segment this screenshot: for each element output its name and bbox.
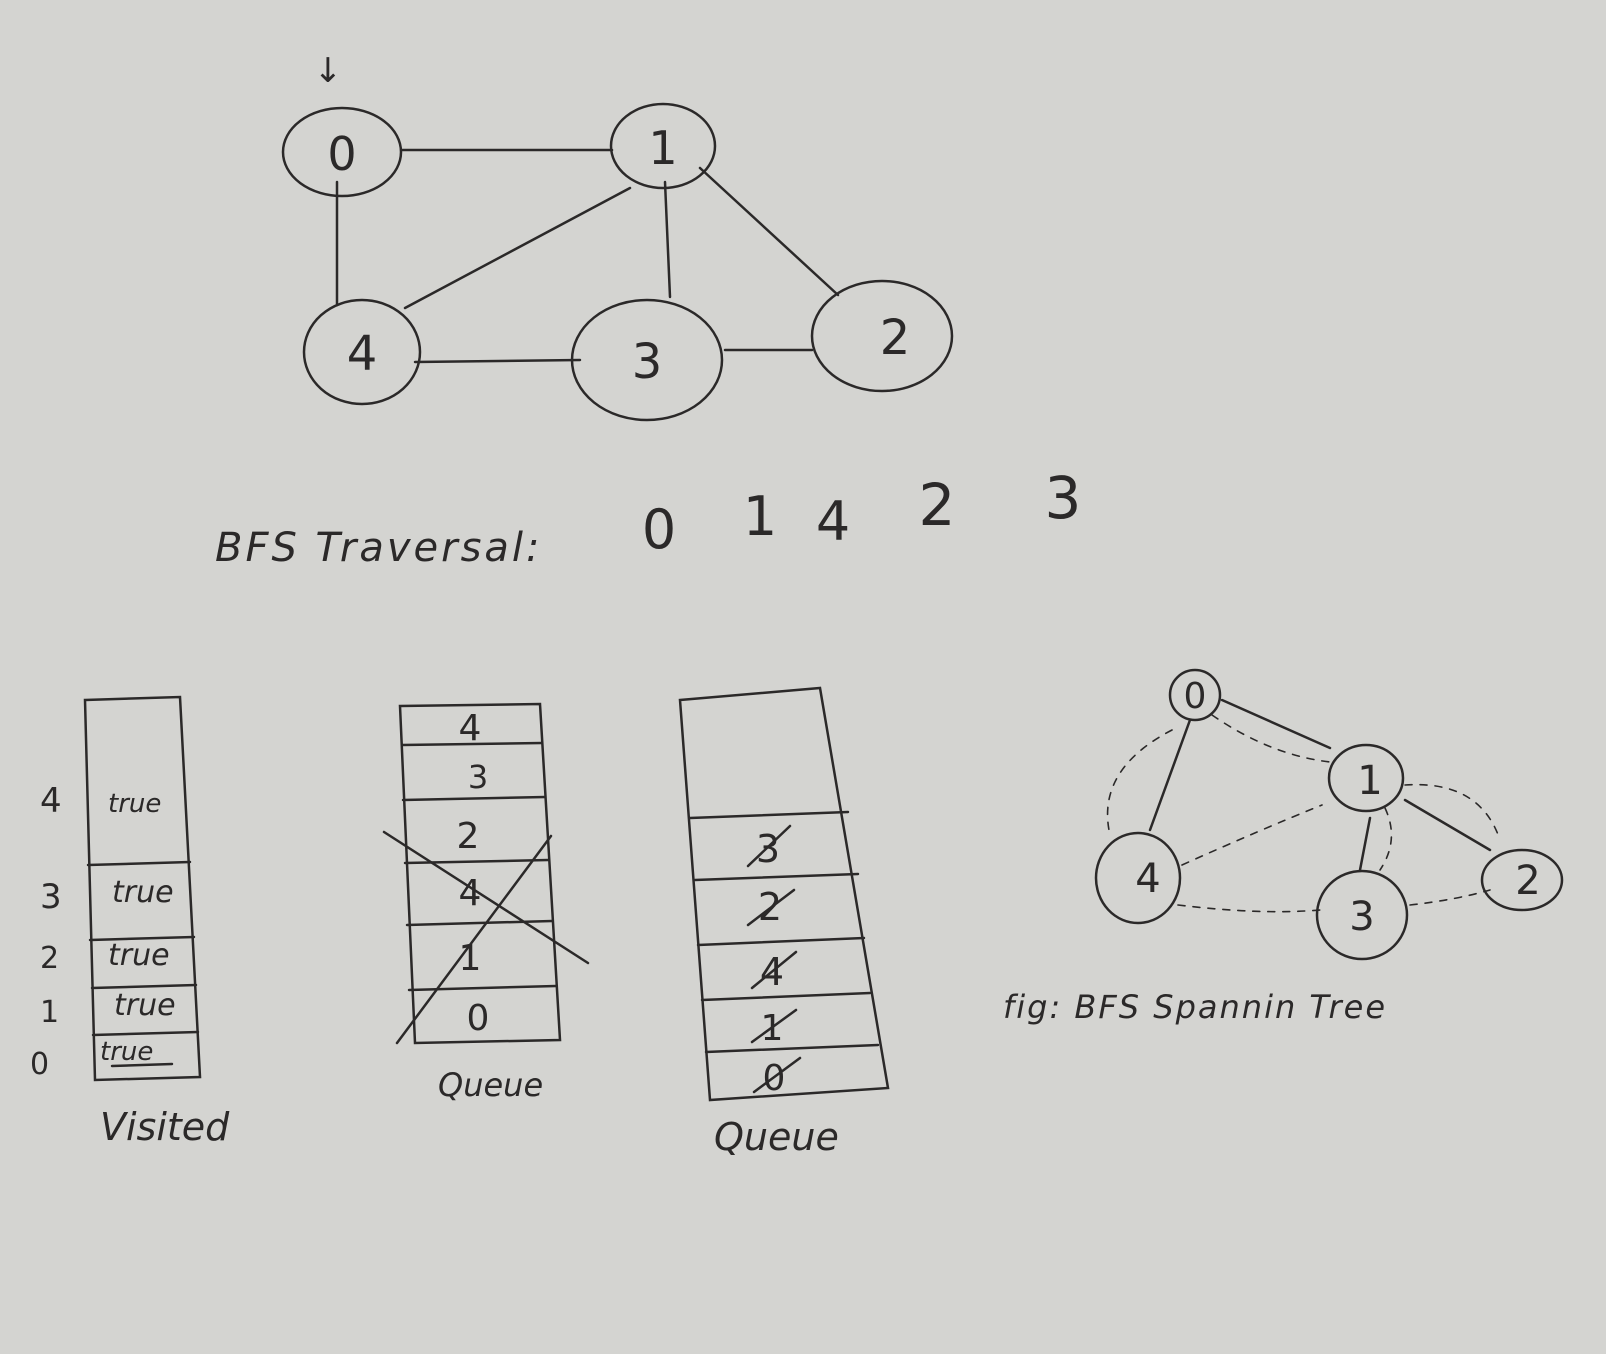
- queue-two-box: [678, 686, 890, 1102]
- svg-text:3: 3: [632, 334, 663, 390]
- bfs-traversal: BFS Traversal: 0 1 4 2 3: [215, 464, 1081, 571]
- visited-box: [83, 695, 202, 1082]
- dashed-edge-0-4: [1106, 729, 1173, 836]
- traversal-step-4: 2: [919, 471, 956, 539]
- tree-node-3: 3: [1315, 869, 1409, 961]
- svg-text:true: true: [112, 875, 174, 910]
- traversal-step-2: 1: [743, 485, 777, 548]
- queue-two: 3 2 4 1 0 Queue: [678, 686, 890, 1159]
- spanning-tree: 0 1 4 3 2 fig: BFS Spannin Tree: [1003, 668, 1564, 1026]
- visited-row-3: 3 true: [40, 875, 174, 917]
- svg-text:0: 0: [327, 127, 356, 181]
- traversal-label: BFS Traversal:: [215, 525, 543, 571]
- dashed-edge-1-3: [1379, 807, 1393, 871]
- queue-one-cell: 2: [457, 816, 480, 857]
- dashed-edge-1-2: [1404, 783, 1501, 841]
- traversal-step-3: 4: [816, 490, 850, 553]
- traversal-step-1: 0: [642, 498, 676, 561]
- tree-node-1: 1: [1327, 743, 1405, 813]
- graph-node-0: 0: [281, 106, 403, 198]
- tree-edge-0-4: [1148, 718, 1192, 832]
- queue-one-strike: [382, 830, 590, 965]
- tree-edge-1-2: [1403, 798, 1492, 852]
- visited-row-0: 0 true: [30, 1037, 174, 1082]
- svg-text:4: 4: [40, 781, 62, 821]
- visited-row-2: 2 true: [40, 938, 170, 976]
- queue-one-box: [398, 702, 562, 1045]
- queue-one-strike: [395, 834, 553, 1045]
- svg-text:3: 3: [1349, 894, 1374, 940]
- tree-edge-0-1: [1220, 698, 1332, 750]
- visited-array: 4 true 3 true 2 true 1 true 0 true Visit…: [30, 695, 230, 1149]
- edge-1-3: [663, 180, 672, 299]
- svg-text:4: 4: [347, 326, 378, 382]
- tree-node-0: 0: [1168, 668, 1222, 722]
- svg-text:0: 0: [1184, 676, 1207, 717]
- svg-text:true: true: [114, 988, 176, 1023]
- tree-edge-1-3: [1358, 816, 1372, 872]
- queue-one-caption: Queue: [438, 1066, 543, 1104]
- svg-text:3: 3: [40, 877, 62, 917]
- svg-text:2: 2: [880, 310, 911, 366]
- dashed-edge-4-3: [1177, 904, 1321, 913]
- edge-4-3: [413, 358, 582, 364]
- start-arrow: ↓: [314, 51, 343, 91]
- edge-1-4: [403, 186, 632, 310]
- graph-node-3: 3: [570, 298, 724, 422]
- spanning-tree-caption: fig: BFS Spannin Tree: [1003, 988, 1387, 1026]
- queue-one-cell: 1: [459, 938, 482, 979]
- visited-row-4: 4 true: [40, 781, 161, 821]
- svg-text:true: true: [108, 938, 170, 973]
- graph-node-4: 4: [302, 298, 422, 406]
- queue-one: 4 3 2 4 1 0 Queue: [382, 702, 590, 1104]
- svg-text:2: 2: [40, 941, 59, 976]
- dashed-edge-4-1: [1181, 804, 1323, 866]
- svg-text:true: true: [108, 789, 161, 819]
- queue-one-cell: 0: [467, 998, 490, 1039]
- edge-1-2: [698, 166, 840, 297]
- visited-row-1: 1 true: [40, 988, 176, 1030]
- graph-node-2: 2: [810, 279, 954, 393]
- svg-text:1: 1: [40, 995, 59, 1030]
- tree-node-4: 4: [1094, 831, 1182, 925]
- graph: ↓ 0 1 4 3: [281, 51, 954, 422]
- svg-text:2: 2: [1515, 858, 1540, 904]
- tree-node-2: 2: [1480, 848, 1564, 912]
- queue-two-caption: Queue: [714, 1115, 839, 1159]
- svg-text:4: 4: [1135, 856, 1160, 902]
- svg-text:1: 1: [648, 121, 677, 175]
- queue-one-cell: 3: [468, 758, 488, 796]
- svg-text:1: 1: [1357, 758, 1382, 804]
- queue-two-cell: 3: [756, 827, 780, 871]
- dashed-edge-0-1: [1211, 714, 1331, 763]
- queue-one-cell: 4: [459, 708, 482, 749]
- traversal-step-5: 3: [1045, 464, 1082, 532]
- svg-text:true: true: [100, 1037, 153, 1067]
- svg-text:0: 0: [30, 1047, 49, 1082]
- graph-node-1: 1: [609, 102, 717, 190]
- visited-caption: Visited: [100, 1105, 230, 1149]
